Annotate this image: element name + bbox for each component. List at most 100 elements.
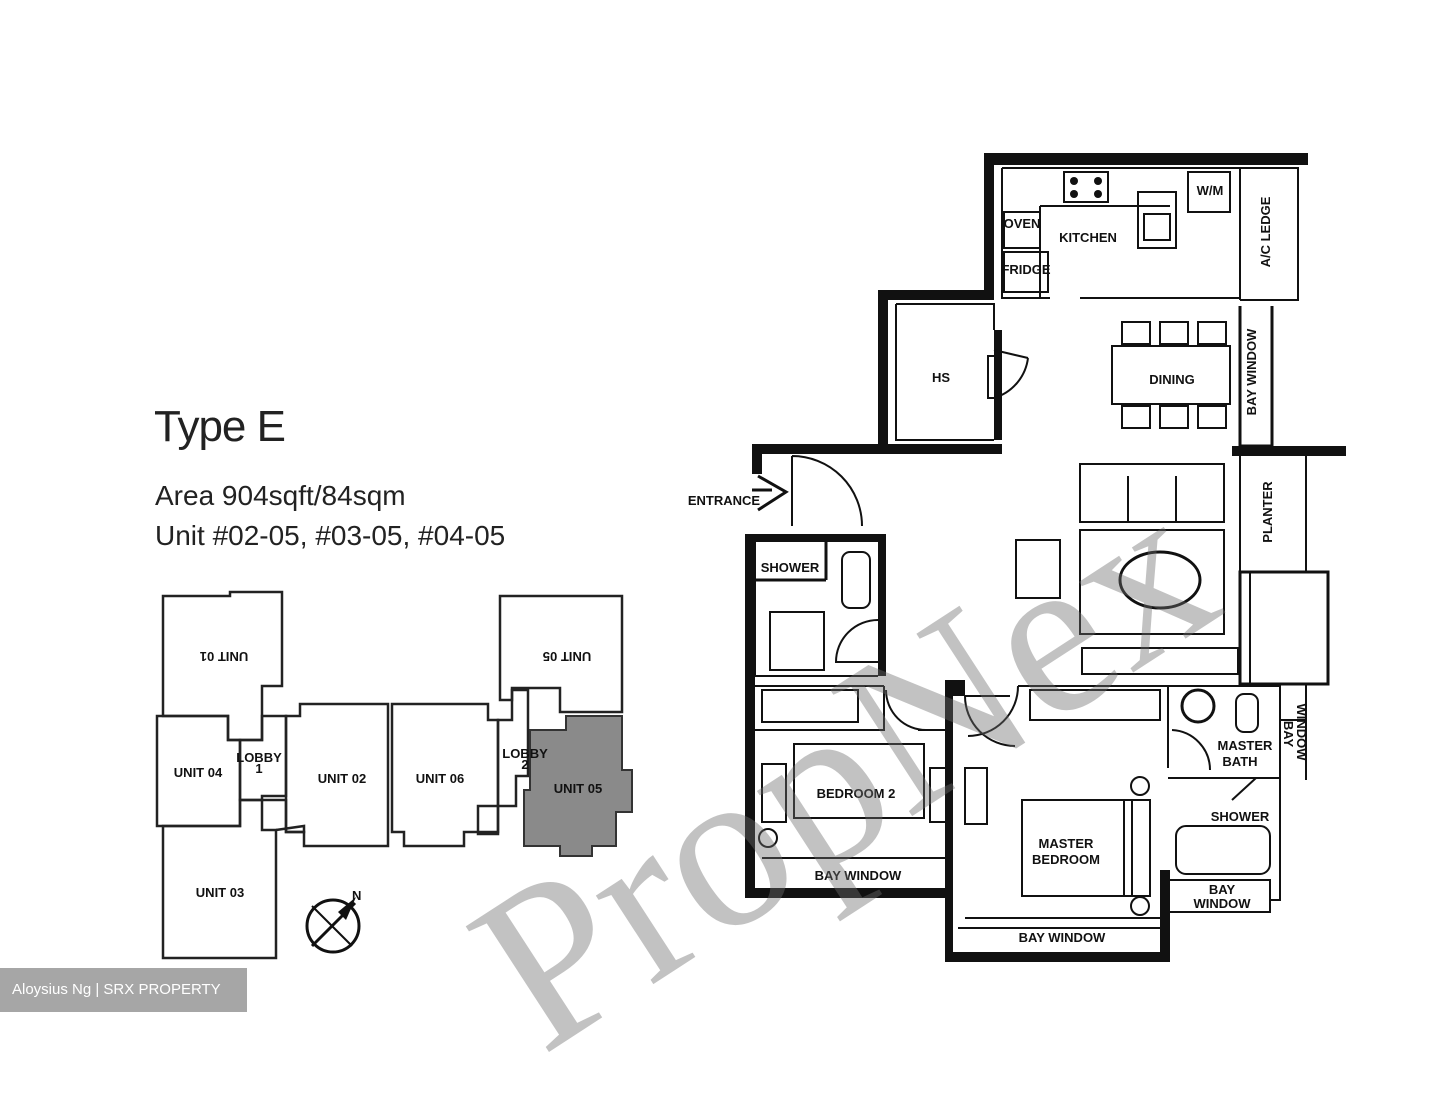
outline-master-bath bbox=[1168, 685, 1281, 901]
wall-hs-top bbox=[878, 290, 994, 300]
stove-burner bbox=[1070, 177, 1078, 185]
wall-master-bottom bbox=[945, 952, 1169, 962]
key-label-lobby1-b: 1 bbox=[255, 761, 262, 776]
living-rug bbox=[1079, 529, 1225, 635]
lamp-bed2 bbox=[758, 828, 778, 848]
unit-numbers: Unit #02-05, #03-05, #04-05 bbox=[155, 520, 506, 551]
key-lobby-2 bbox=[496, 688, 530, 808]
wall-west bbox=[745, 534, 755, 898]
key-label-unit-05: UNIT 05 bbox=[554, 781, 602, 796]
label-wm: W/M bbox=[1197, 183, 1224, 198]
north-compass-icon: N bbox=[305, 888, 361, 954]
door-shower bbox=[1231, 777, 1257, 801]
dining-chair bbox=[1159, 321, 1189, 345]
wall-bath-right bbox=[878, 534, 886, 676]
tv-console bbox=[1081, 647, 1239, 675]
oven-box bbox=[1003, 211, 1041, 249]
label-bay-bath-2: WINDOW bbox=[1193, 896, 1251, 911]
key-unit-02 bbox=[284, 702, 390, 848]
dining-chair bbox=[1159, 405, 1189, 429]
stove-burner bbox=[1070, 190, 1078, 198]
outline-kitchen bbox=[1001, 167, 1299, 301]
door-common-bath bbox=[834, 619, 879, 663]
key-label-unit-06: UNIT 06 bbox=[416, 771, 464, 786]
dining-chair bbox=[1197, 405, 1227, 429]
door-master bbox=[964, 685, 1019, 747]
label-bay-window-dining: BAY WINDOW bbox=[1244, 328, 1259, 415]
stove-icon bbox=[1063, 171, 1109, 203]
study-desk-bed2 bbox=[761, 763, 787, 823]
label-kitchen: KITCHEN bbox=[1059, 230, 1117, 245]
dresser-master bbox=[964, 767, 988, 825]
label-shower-common: SHOWER bbox=[761, 560, 820, 575]
dining-chair bbox=[1121, 405, 1151, 429]
door-master-bath bbox=[1171, 729, 1212, 771]
wardrobe-master bbox=[1029, 689, 1161, 721]
outline-common-bath bbox=[754, 542, 878, 677]
outline-bath-bay bbox=[1170, 684, 1307, 913]
wall-bed2-master bbox=[945, 680, 953, 962]
label-bay-side-2: WINDOW bbox=[1294, 703, 1309, 761]
unit-area: Area 904sqft/84sqm bbox=[155, 480, 406, 511]
key-label-unit-02: UNIT 02 bbox=[318, 771, 366, 786]
key-plan: UNIT 01 UNIT 05 UNIT 04 LOBBY 1 UNIT 02 … bbox=[155, 590, 633, 960]
key-label-lobby2-b: 2 bbox=[521, 757, 528, 772]
key-label-unit-03: UNIT 03 bbox=[196, 885, 244, 900]
toilet-master bbox=[1235, 693, 1259, 733]
key-unit-05-highlight bbox=[523, 715, 633, 857]
wall-hs-left bbox=[878, 290, 888, 448]
label-shower-master: SHOWER bbox=[1211, 809, 1270, 824]
unit-type-title: Type E bbox=[154, 402, 286, 451]
floor-plan: KITCHEN OVEN FRIDGE W/M A/C LEDGE HS DIN… bbox=[688, 153, 1346, 962]
wall-bed2-bottom bbox=[745, 888, 950, 898]
key-label-lobby1-a: LOBBY bbox=[236, 750, 282, 765]
toilet-common bbox=[841, 551, 871, 609]
wall-kitchen-top bbox=[984, 153, 1308, 165]
label-planter: PLANTER bbox=[1260, 481, 1275, 543]
north-label: N bbox=[352, 888, 361, 903]
wall-entrance-top bbox=[752, 444, 1002, 454]
sink-icon bbox=[1137, 191, 1177, 249]
key-unit-top-right bbox=[498, 594, 624, 714]
label-bedroom2: BEDROOM 2 bbox=[817, 786, 896, 801]
sofa bbox=[1079, 463, 1225, 523]
fridge-box bbox=[1003, 251, 1049, 293]
door-hs-frame bbox=[987, 355, 1001, 399]
key-label-lobby2-a: LOBBY bbox=[502, 746, 548, 761]
key-label-unit-04: UNIT 04 bbox=[174, 765, 223, 780]
wall-kitchen-left bbox=[984, 153, 994, 298]
dining-chair bbox=[1121, 321, 1151, 345]
wall-hs-right bbox=[994, 330, 1002, 440]
key-unit-top-left bbox=[161, 590, 284, 742]
label-hs: HS bbox=[932, 370, 950, 385]
label-fridge: FRIDGE bbox=[1001, 262, 1050, 277]
dining-chair bbox=[1197, 321, 1227, 345]
label-master-bedroom-1: MASTER bbox=[1039, 836, 1095, 851]
lamp-master-2 bbox=[1130, 776, 1150, 796]
washing-machine-box bbox=[1187, 171, 1231, 213]
door-bedroom2 bbox=[885, 689, 927, 731]
label-oven: OVEN bbox=[1004, 216, 1041, 231]
key-unit-06 bbox=[390, 702, 500, 848]
label-bay-bath-1: BAY bbox=[1209, 882, 1236, 897]
wall-bath-top bbox=[745, 534, 885, 542]
stove-burner bbox=[1094, 177, 1102, 185]
key-label-unit-01: UNIT 01 bbox=[200, 649, 248, 664]
label-master-bath-1: MASTER bbox=[1218, 738, 1274, 753]
key-connector-2 bbox=[476, 804, 500, 836]
bed-master-side bbox=[1123, 799, 1151, 897]
wall-entrance-stub bbox=[752, 444, 762, 474]
label-master-bedroom-2: BEDROOM bbox=[1032, 852, 1100, 867]
photo-credit: Aloysius Ng | SRX PROPERTY bbox=[0, 968, 247, 1012]
outline-dining-bay bbox=[1238, 306, 1274, 448]
outline-study bbox=[1238, 570, 1330, 686]
coffee-table bbox=[1118, 550, 1202, 610]
entrance-arrow-icon bbox=[752, 474, 789, 512]
sink-bowl bbox=[1143, 213, 1171, 241]
wardrobe-bed2 bbox=[761, 689, 859, 723]
bed-bedroom2 bbox=[793, 743, 925, 819]
label-master-bath-2: BATH bbox=[1222, 754, 1257, 769]
armchair bbox=[1015, 539, 1061, 599]
